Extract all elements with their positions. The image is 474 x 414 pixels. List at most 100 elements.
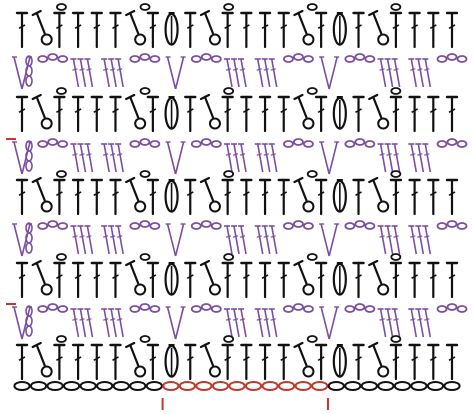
T-stitch-icon	[90, 11, 103, 49]
T-stitch-icon	[184, 95, 197, 133]
chain-oval-icon	[145, 381, 163, 391]
T-stitch-icon	[314, 11, 328, 49]
chain-oval-icon	[377, 381, 395, 391]
T-stitch-icon	[109, 95, 122, 133]
T-stitch-icon	[53, 261, 66, 299]
chain-arc-icon	[283, 220, 314, 230]
T-stitch-icon	[221, 261, 234, 299]
stitch-rows	[12, 3, 468, 381]
chain-oval-icon	[162, 381, 180, 391]
v-stitch-icon	[165, 306, 186, 340]
chain-arc-icon	[129, 220, 161, 230]
T-stitch-icon	[146, 11, 160, 49]
T-stitch-icon	[389, 95, 403, 133]
T-stitch-icon	[240, 95, 253, 133]
chain-oval-icon	[393, 381, 411, 391]
loop-stitch-icon	[31, 341, 53, 378]
chain-oval-icon	[211, 381, 230, 391]
chain-arc-icon	[283, 53, 314, 63]
T-stitch-icon	[109, 178, 122, 216]
fan-stitch-icon	[101, 58, 124, 88]
T-stitch-icon	[389, 11, 403, 49]
T-stitch-icon	[53, 343, 66, 381]
chain-arc-icon	[37, 303, 69, 313]
T-stitch-icon	[314, 261, 328, 299]
oval-cluster-icon	[332, 12, 347, 46]
chain-oval-icon	[112, 381, 130, 391]
v-stitch-icon	[12, 223, 32, 257]
chain-oval-icon	[327, 381, 345, 391]
T-stitch-icon	[427, 95, 440, 133]
chain-arc-icon	[344, 53, 376, 63]
chain-arc-icon	[283, 138, 314, 148]
fan-stitch-icon	[224, 308, 247, 338]
T-stitch-icon	[277, 178, 290, 216]
T-stitch-icon	[240, 343, 253, 381]
v-stitch-icon	[165, 223, 186, 257]
T-stitch-icon	[15, 261, 29, 299]
T-stitch-icon	[15, 343, 29, 381]
T-stitch-icon	[389, 343, 403, 381]
T-stitch-icon	[184, 343, 197, 381]
fan-stitch-icon	[254, 308, 278, 338]
purple-stitch-row	[12, 138, 468, 175]
fan-stitch-icon	[224, 225, 247, 255]
T-stitch-icon	[109, 11, 122, 49]
fan-stitch-icon	[70, 308, 94, 338]
loop-stitch-icon	[31, 93, 53, 130]
T-stitch-icon	[146, 343, 160, 381]
T-stitch-icon	[258, 178, 272, 216]
chain-oval-icon	[13, 381, 31, 391]
T-stitch-icon	[445, 261, 459, 299]
fan-stitch-icon	[377, 225, 401, 255]
loop-stitch-icon	[125, 93, 147, 130]
fan-stitch-icon	[408, 225, 432, 255]
fan-stitch-icon	[101, 308, 124, 338]
chain-arc-icon	[283, 303, 314, 313]
T-stitch-icon	[109, 343, 122, 381]
purple-stitch-row	[12, 303, 468, 340]
loop-stitch-icon	[293, 259, 315, 296]
loop-stitch-icon	[293, 9, 315, 46]
edge-chain	[25, 305, 33, 337]
loop-stitch-icon	[368, 93, 390, 130]
fan-stitch-icon	[254, 58, 278, 88]
fan-stitch-icon	[70, 143, 94, 173]
T-stitch-icon	[221, 343, 234, 381]
chain-oval-icon	[46, 381, 64, 391]
T-stitch-icon	[240, 178, 253, 216]
purple-stitch-row	[12, 220, 468, 257]
T-stitch-icon	[427, 11, 440, 49]
loop-stitch-icon	[368, 341, 390, 378]
chain-oval-icon	[79, 381, 97, 391]
T-stitch-icon	[408, 95, 421, 133]
T-stitch-icon	[184, 178, 197, 216]
chain-oval-icon	[410, 381, 428, 391]
T-stitch-icon	[90, 178, 103, 216]
T-stitch-icon	[258, 11, 272, 49]
chain-oval-icon	[195, 381, 213, 391]
T-stitch-icon	[15, 178, 29, 216]
T-stitch-icon	[221, 95, 234, 133]
chain-oval-icon	[96, 381, 114, 391]
chain-row	[56, 170, 402, 178]
T-stitch-icon	[408, 178, 421, 216]
chain-arc-icon	[344, 220, 376, 230]
loop-stitch-icon	[199, 341, 221, 378]
chain-arc-icon	[37, 138, 69, 148]
T-stitch-icon	[352, 343, 365, 381]
chain-oval-icon	[278, 381, 296, 391]
T-stitch-icon	[408, 11, 421, 49]
v-stitch-icon	[319, 141, 340, 175]
chain-oval-icon	[261, 381, 279, 391]
T-stitch-icon	[277, 11, 290, 49]
oval-cluster-icon	[332, 96, 347, 130]
chain-oval-icon	[426, 381, 445, 391]
black-stitch-row	[15, 335, 459, 381]
T-stitch-icon	[71, 261, 85, 299]
edge-chain	[25, 55, 33, 87]
chain-arc-icon	[344, 138, 376, 148]
T-stitch-icon	[408, 261, 421, 299]
T-stitch-icon	[258, 95, 272, 133]
